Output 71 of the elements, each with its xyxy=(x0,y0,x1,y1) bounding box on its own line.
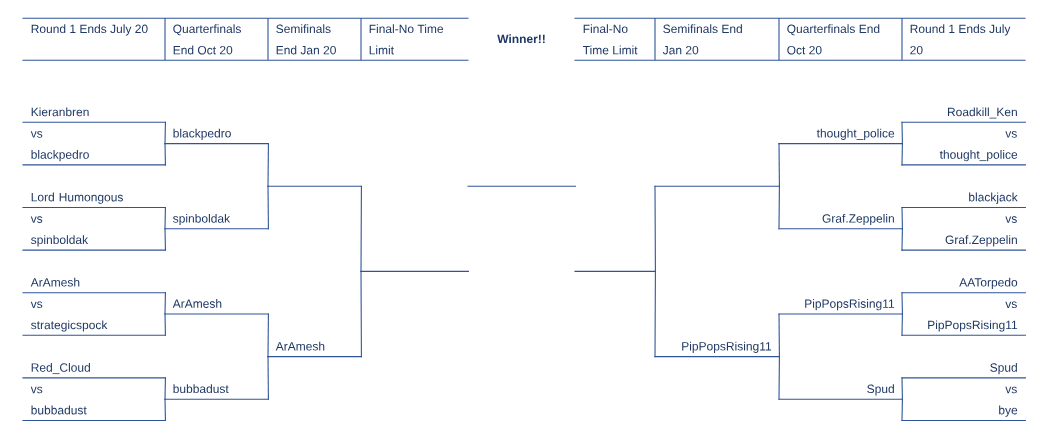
bracket-line xyxy=(901,228,903,251)
bracket-entry: Lord Humongous xyxy=(22,192,166,209)
bracket-entry: blackpedro xyxy=(22,150,166,166)
bracket-line xyxy=(654,270,656,358)
bracket-entry: spinboldak xyxy=(164,213,269,230)
bracket-line xyxy=(901,398,903,422)
bracket-line xyxy=(164,377,166,400)
bracket-line xyxy=(267,143,269,187)
bracket-line xyxy=(164,228,166,251)
bracket-entry: ArAmesh xyxy=(22,277,166,294)
bracket-entry: Graf.Zeppelin xyxy=(901,235,1026,251)
bracket-entry: PipPopsRising11 xyxy=(654,341,780,358)
header-cell: Final-No Time Limit xyxy=(582,24,638,55)
bracket-line xyxy=(164,398,166,422)
bracket-entry: blackpedro xyxy=(164,128,269,145)
header-cell: Final-No Time Limit xyxy=(369,24,444,55)
bracket-entry: bubbadust xyxy=(164,384,269,400)
bracket-entry: Spud xyxy=(901,363,1026,379)
bracket-entry: thought_police xyxy=(901,150,1026,166)
bracket-entry: Kieranbren xyxy=(22,107,166,123)
bracket-line xyxy=(778,185,780,230)
bracket-line xyxy=(267,185,269,230)
versus-text: vs xyxy=(30,131,43,138)
bracket-entry: Spud xyxy=(778,384,903,400)
bracket-entry: ArAmesh xyxy=(164,299,269,315)
bracket-line xyxy=(267,313,269,358)
bracket-entry: Roadkill_Ken xyxy=(901,107,1026,123)
bracket-line xyxy=(164,292,166,315)
heading-text: Winner!! xyxy=(497,34,545,44)
header-cell: Quarterfinals End Oct 20 xyxy=(173,24,241,55)
bracket-entry: spinboldak xyxy=(22,235,166,251)
bracket-line xyxy=(778,313,780,358)
bracket-line xyxy=(164,121,166,145)
bracket-entry: PipPopsRising11 xyxy=(901,320,1026,336)
header-cell: Semifinals End Jan 20 xyxy=(276,24,336,55)
bracket-entry: AATorpedo xyxy=(901,277,1026,294)
bracket-line xyxy=(164,206,166,230)
bracket-line xyxy=(360,185,362,272)
bracket-entry: thought_police xyxy=(778,128,903,145)
bracket-line xyxy=(778,143,780,187)
header-cell: Round 1 Ends July 20 xyxy=(910,24,1011,55)
bracket-line xyxy=(164,143,166,166)
versus-text: vs xyxy=(30,216,43,223)
bracket-entry: ArAmesh xyxy=(267,341,362,358)
versus-text: vs xyxy=(1005,216,1017,223)
bracket-entry: PipPopsRising11 xyxy=(778,299,903,315)
bracket-entry: Graf.Zeppelin xyxy=(778,213,903,230)
bracket-line xyxy=(778,356,780,400)
versus-text: vs xyxy=(1005,131,1017,138)
versus-text: vs xyxy=(30,386,43,394)
header-cell: Round 1 Ends July 20 xyxy=(31,24,148,36)
versus-text: vs xyxy=(1005,301,1017,309)
bracket-line xyxy=(901,143,903,166)
bracket-line xyxy=(267,356,269,400)
bracket-entry: bye xyxy=(901,405,1026,422)
bracket-line xyxy=(901,121,903,145)
bracket-entry: Red_Cloud xyxy=(22,363,166,379)
bracket-line xyxy=(901,377,903,400)
bracket-entry: strategicspock xyxy=(22,320,166,336)
bracket-line xyxy=(654,185,656,272)
bracket-entry: blackjack xyxy=(901,192,1026,209)
header-cell: Quarterfinals End Oct 20 xyxy=(787,24,880,55)
versus-text: vs xyxy=(30,301,43,309)
bracket-entry: bubbadust xyxy=(22,405,166,422)
bracket-line xyxy=(164,313,166,336)
bracket-line xyxy=(901,313,903,336)
bracket-line xyxy=(901,292,903,315)
header-cell: Semifinals End Jan 20 xyxy=(662,24,742,55)
bracket-line xyxy=(901,206,903,230)
bracket-line xyxy=(360,270,362,358)
versus-text: vs xyxy=(1005,386,1017,394)
